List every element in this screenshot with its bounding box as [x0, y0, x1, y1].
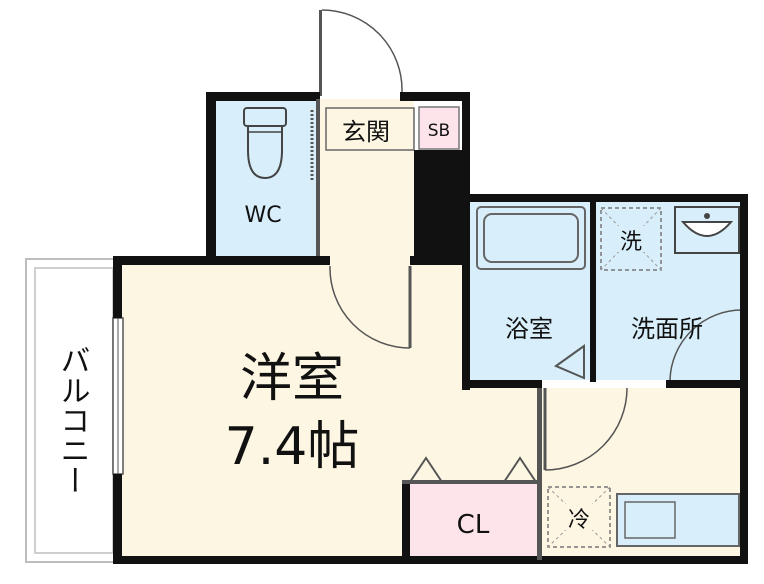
- labels: 玄関 SB WC 浴室 洗面所 洗 洋室 7.4帖 CL 冷: [225, 118, 703, 540]
- bath-door-symbol: [553, 344, 585, 380]
- front-door: [319, 9, 403, 96]
- wc-label: WC: [244, 203, 281, 228]
- balcony-label: バルコニー: [55, 345, 90, 495]
- fixtures: [243, 106, 740, 548]
- entrance-label: 玄関: [342, 118, 390, 146]
- washroom-door: [669, 309, 743, 381]
- washer-pan-icon: [600, 207, 662, 271]
- western-room-floor: [120, 262, 540, 556]
- walls: [113, 92, 748, 564]
- washroom-label: 洗面所: [631, 315, 703, 343]
- bath-label: 浴室: [505, 315, 553, 343]
- fridge-label: 冷: [568, 508, 590, 533]
- washer-label: 洗: [620, 230, 642, 255]
- closet-floor: [410, 484, 538, 556]
- western-room-door: [329, 265, 412, 349]
- balcony: バルコニー: [25, 258, 121, 563]
- kitchen-sink-icon: [616, 493, 740, 547]
- western-room-name: 洋室: [240, 349, 344, 409]
- shoe-box-label: SB: [428, 121, 450, 141]
- kitchen-door: [543, 387, 628, 471]
- western-room-size: 7.4帖: [225, 417, 360, 477]
- entrance-floor: [319, 99, 414, 262]
- toilet-icon: [243, 107, 287, 180]
- bathtub-icon: [476, 206, 586, 270]
- shoe-box: [418, 106, 460, 150]
- fridge-space-icon: [547, 486, 611, 548]
- closet-label: CL: [457, 510, 490, 540]
- closet-door-symbol: [409, 456, 537, 483]
- wash-basin-icon: [674, 206, 740, 254]
- doors: [310, 9, 743, 471]
- entrance-step: [325, 107, 415, 151]
- windows: [112, 317, 124, 475]
